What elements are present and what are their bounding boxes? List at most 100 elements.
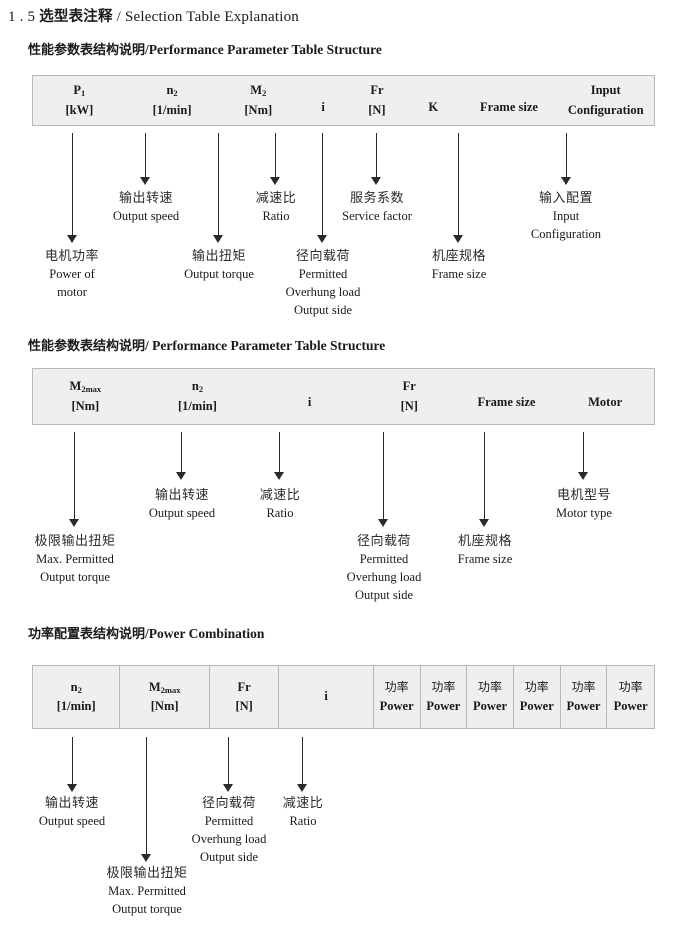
note-chinese: 径向载荷 <box>356 534 412 549</box>
header-unit: Power <box>473 699 508 713</box>
arrow-ratio <box>270 133 281 185</box>
table-header-cell: M2max[Nm] <box>33 369 138 424</box>
header-symbol: i <box>307 394 312 409</box>
section-heading-english: Performance Parameter Table Structure <box>152 338 386 353</box>
note-chinese: 减速比 <box>259 488 301 503</box>
page-title: 1 . 5 选型表注释 / Selection Table Explanatio… <box>8 5 299 26</box>
note-chinese: 极限输出扭矩 <box>106 866 188 881</box>
note-ratio: 减速比 Ratio <box>256 190 297 226</box>
header-unit: [Nm] <box>150 699 179 713</box>
title-number: 1 . 5 <box>8 9 36 25</box>
table-header-cell: 功率 Power <box>467 666 514 728</box>
header-unit: [N] <box>368 102 386 117</box>
section-heading-performance-2: 性能参数表结构说明/ Performance Parameter Table S… <box>28 335 385 354</box>
note-chinese: 极限输出扭矩 <box>34 534 116 549</box>
arrow-frame-size-2 <box>479 432 490 527</box>
section-heading-power-combination: 功率配置表结构说明/Power Combination <box>28 623 264 642</box>
arrow-service-factor <box>371 133 382 185</box>
note-chinese: 径向载荷 <box>201 796 257 811</box>
table-header-cell: Frame size <box>461 76 558 125</box>
header-symbol: 功率 <box>478 679 503 694</box>
note-english: Ratio <box>289 814 317 829</box>
note-output-speed: 输出转速 Output speed <box>113 190 179 226</box>
note-english: Overhung load <box>191 832 267 847</box>
table-header-cell: n2[1/min] <box>33 666 121 728</box>
note-chinese: 输入配置 <box>538 191 594 206</box>
header-symbol: n2 <box>166 83 178 99</box>
note-english: Permitted <box>204 814 254 829</box>
note-english: Output torque <box>112 902 182 917</box>
table-header-cell: M2max[Nm] <box>120 666 210 728</box>
note-chinese: 输出转速 <box>118 191 173 206</box>
table-header-cell: Fr[N] <box>362 369 457 424</box>
header-symbol: 功率 <box>524 679 549 694</box>
arrow-ratio-2 <box>274 432 285 480</box>
arrow-max-permitted-output-torque <box>69 432 80 527</box>
note-english: Output side <box>355 587 413 602</box>
arrow-input-configuration <box>561 133 572 185</box>
table-header-cell: i <box>279 666 374 728</box>
note-chinese: 输出扭矩 <box>191 249 247 264</box>
section-heading-separator: / <box>145 626 149 641</box>
note-english: Configuration <box>530 227 602 242</box>
arrow-permitted-overhung-load-3 <box>223 737 234 792</box>
table-header-cell: n2[1/min] <box>126 76 219 125</box>
table-header-cell: 功率 Power <box>514 666 561 728</box>
note-english: Service factor <box>342 209 412 224</box>
note-chinese: 电机型号 <box>556 488 611 503</box>
header-unit: Power <box>566 699 601 713</box>
section-heading-separator: / <box>145 338 149 353</box>
header-unit: Configuration <box>567 102 644 117</box>
header-symbol: i <box>324 689 328 704</box>
note-english: Max. Permitted <box>36 552 114 567</box>
note-chinese: 输出转速 <box>154 488 209 503</box>
table-header-cell: 功率 Power <box>561 666 608 728</box>
note-output-speed-2: 输出转速 Output speed <box>149 487 215 523</box>
arrow-frame-size <box>453 133 464 243</box>
note-english: Output speed <box>112 209 180 224</box>
header-unit: [1/min] <box>56 699 96 713</box>
note-english: motor <box>57 285 87 300</box>
header-symbol: i <box>321 99 325 114</box>
section-heading-chinese: 性能参数表结构说明 <box>28 43 146 58</box>
section-heading-chinese: 功率配置表结构说明 <box>28 627 146 642</box>
header-symbol: Fr <box>237 679 251 694</box>
header-unit: [kW] <box>65 102 94 117</box>
note-english: Output speed <box>148 506 216 521</box>
title-separator: / <box>116 9 122 25</box>
note-english: Output side <box>294 302 352 317</box>
header-symbol: n2 <box>191 379 204 395</box>
header-unit: Power <box>519 699 554 713</box>
header-unit: [N] <box>235 699 253 713</box>
note-chinese: 输出转速 <box>44 796 99 811</box>
note-english: Output side <box>200 849 258 864</box>
table-header-cell: i <box>257 369 362 424</box>
table-header-cell: n2[1/min] <box>138 369 258 424</box>
table-header-cell: Motor <box>556 369 654 424</box>
note-chinese: 减速比 <box>255 191 297 206</box>
note-english: Ratio <box>262 209 290 224</box>
title-chinese: 选型表注释 <box>39 9 113 25</box>
header-symbol: 功率 <box>571 679 596 694</box>
note-english: Permitted <box>359 552 409 567</box>
table-header-cell: i <box>298 76 348 125</box>
header-unit: [N] <box>400 398 418 413</box>
header-symbol: 功率 <box>431 679 456 694</box>
note-chinese: 电机功率 <box>44 249 100 264</box>
header-symbol: 功率 <box>384 679 409 694</box>
table-header-cell: Fr [N] <box>210 666 280 728</box>
